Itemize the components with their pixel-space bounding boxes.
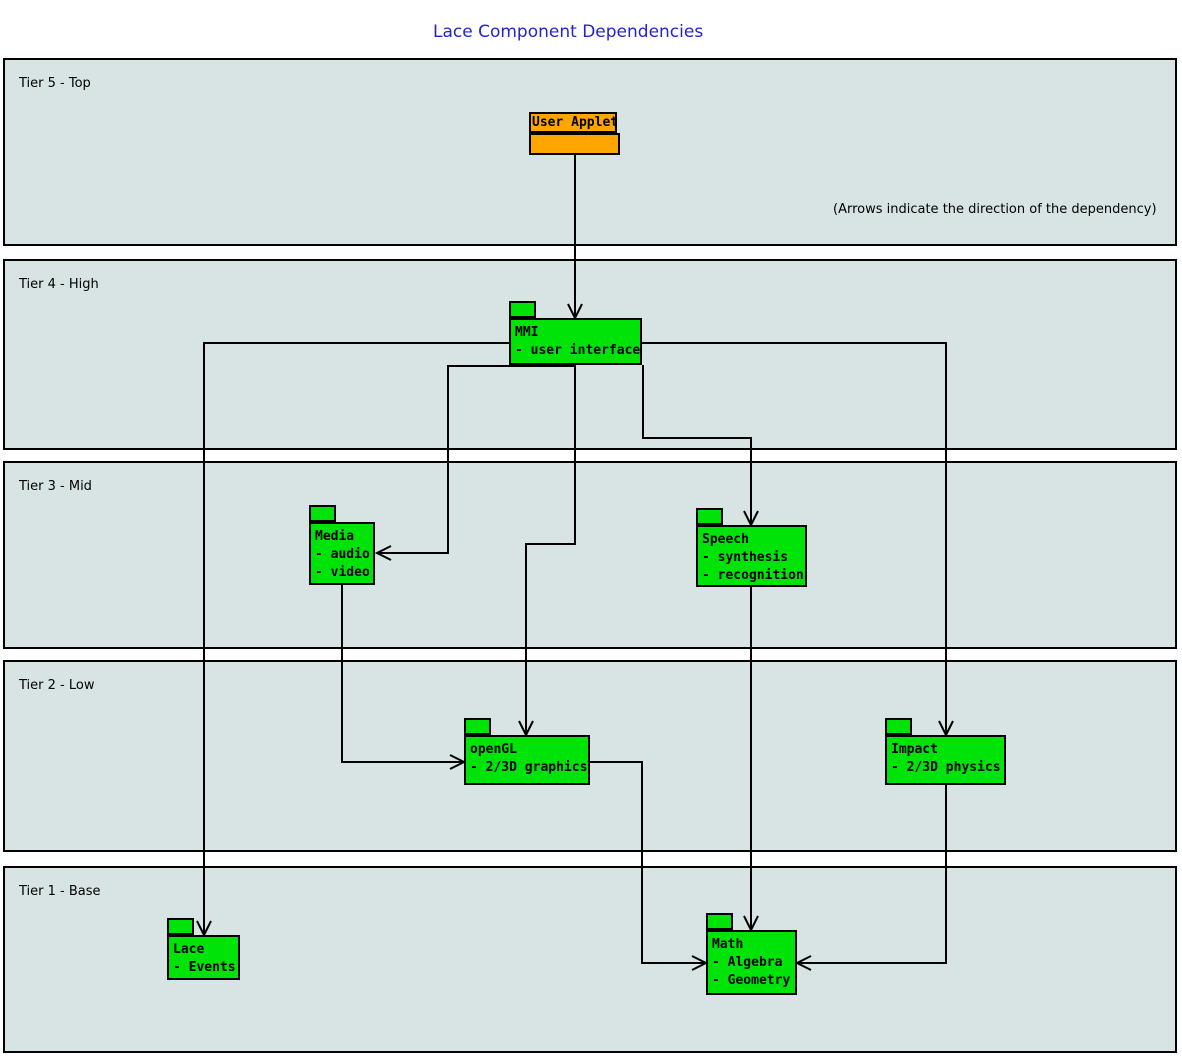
package-subline: - 2/3D graphics (470, 760, 588, 775)
package-body (529, 133, 620, 155)
edge-mmi-to-media-arrowhead (374, 545, 392, 561)
package-subline: - user interface (515, 343, 641, 358)
edge-opengl-to-math (590, 761, 706, 964)
package-tab (696, 508, 723, 525)
package-body: Impact - 2/3D physics (885, 735, 1006, 785)
package-body: Speech - synthesis - recognition (696, 525, 807, 587)
package-name: openGL (470, 742, 517, 757)
package-body: Math - Algebra - Geometry (706, 930, 797, 995)
package-name: Media (315, 529, 355, 544)
tier-label: Tier 3 - Mid (19, 479, 92, 494)
edge-impact-to-math (797, 785, 947, 964)
tier-band-2: Tier 2 - Low (3, 660, 1177, 852)
package-subline: - audio (315, 547, 370, 562)
tier-band-3: Tier 3 - Mid (3, 461, 1177, 649)
package-body: Media - audio - video (309, 522, 375, 585)
edge-media-to-opengl (341, 585, 464, 763)
package-body: openGL - 2/3D graphics (464, 735, 590, 785)
arrow-direction-note: (Arrows indicate the direction of the de… (833, 202, 1157, 217)
tier-label: Tier 5 - Top (19, 76, 91, 91)
package-name: Speech (702, 532, 749, 547)
package-subline: - video (315, 565, 370, 580)
package-name: MMI (515, 325, 539, 340)
package-subline: - recognition (702, 568, 804, 583)
tier-label: Tier 4 - High (19, 277, 99, 292)
package-tab (464, 718, 491, 735)
package-tab (706, 913, 733, 930)
package-name: Lace (173, 942, 205, 957)
package-body: Lace - Events (167, 935, 240, 980)
package-tab (167, 918, 194, 935)
diagram-title: Lace Component Dependencies (433, 22, 704, 42)
edge-mmi-to-opengl (525, 365, 576, 735)
edge-mmi-to-impact (642, 342, 947, 735)
package-tab: User Applet (529, 112, 618, 133)
package-tab (509, 301, 536, 318)
package-name: Math (712, 937, 744, 952)
package-tab (885, 718, 912, 735)
package-body: MMI - user interface (509, 318, 642, 365)
edge-mmi-to-speech (642, 365, 752, 525)
package-subline: - Events (173, 960, 236, 975)
edge-impact-to-math-arrowhead (794, 955, 812, 971)
tier-label: Tier 2 - Low (19, 678, 95, 693)
package-tab (309, 505, 336, 522)
package-subline: - Algebra (712, 955, 783, 970)
edge-mmi-to-media (377, 365, 574, 554)
package-subline: - 2/3D physics (891, 760, 1001, 775)
package-name: Impact (891, 742, 938, 757)
package-subline: - synthesis (702, 550, 789, 565)
tier-label: Tier 1 - Base (19, 884, 101, 899)
package-subline: - Geometry (712, 973, 791, 988)
edge-mmi-to-lace (203, 342, 509, 935)
